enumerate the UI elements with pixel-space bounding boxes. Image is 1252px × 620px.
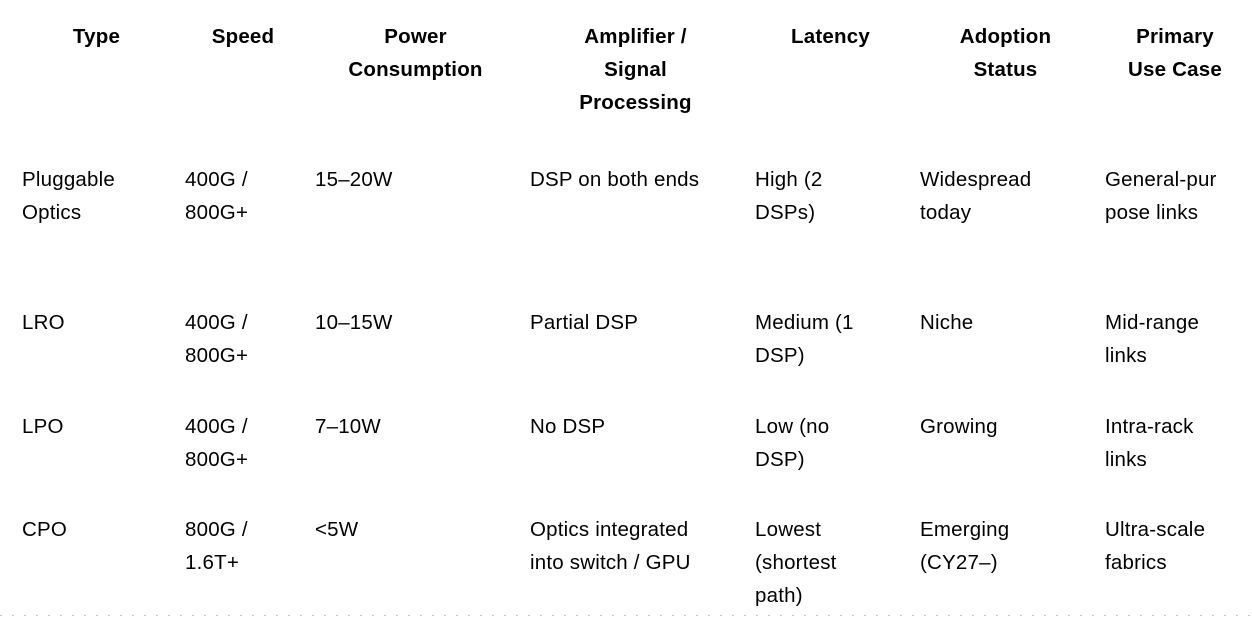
cell-speed: 800G / 1.6T+ bbox=[185, 518, 248, 574]
row-lpo: LPO 400G / 800G+ 7–10W No DSP Low (no DS… bbox=[15, 400, 1252, 503]
cell-speed: 400G / 800G+ bbox=[185, 415, 249, 471]
optics-comparison-table: Type Speed Power Consumption Amplifier /… bbox=[15, 10, 1252, 612]
cell-power: 10–15W bbox=[315, 311, 393, 334]
cell-power: 7–10W bbox=[315, 415, 381, 438]
header-cell-type: Type bbox=[72, 25, 121, 48]
cell-use-case: Intra-rack links bbox=[1105, 415, 1194, 471]
header-cell-use-case: Primary Use Case bbox=[1128, 25, 1222, 81]
header-cell-adoption: Adoption Status bbox=[959, 25, 1052, 81]
cell-adoption: Growing bbox=[920, 415, 998, 438]
cell-amplifier: Partial DSP bbox=[530, 311, 639, 334]
header-cell-speed: Speed bbox=[211, 25, 275, 48]
cell-amplifier: No DSP bbox=[530, 415, 606, 438]
cell-adoption: Widespread today bbox=[920, 168, 1032, 224]
cell-speed: 400G / 800G+ bbox=[185, 168, 249, 224]
row-cpo: CPO 800G / 1.6T+ <5W Optics integrated i… bbox=[15, 503, 1252, 612]
cell-type: Pluggable Optics bbox=[22, 168, 115, 224]
header-cell-amplifier: Amplifier / Signal Processing bbox=[579, 25, 692, 114]
cell-amplifier: DSP on both ends bbox=[530, 168, 700, 191]
row-lro: LRO 400G / 800G+ 10–15W Partial DSP Medi… bbox=[15, 296, 1252, 400]
cell-power: 15–20W bbox=[315, 168, 393, 191]
cell-latency: High (2 DSPs) bbox=[755, 168, 823, 224]
table-header-row: Type Speed Power Consumption Amplifier /… bbox=[15, 10, 1252, 153]
cell-latency: Lowest (shortest path) bbox=[755, 518, 837, 607]
cell-power: <5W bbox=[315, 518, 359, 541]
cell-latency: Medium (1 DSP) bbox=[755, 311, 854, 367]
cell-use-case: General-pur pose links bbox=[1105, 168, 1217, 224]
cell-type: CPO bbox=[22, 518, 68, 541]
cell-speed: 400G / 800G+ bbox=[185, 311, 249, 367]
cell-latency: Low (no DSP) bbox=[755, 415, 830, 471]
cell-use-case: Ultra-scale fabrics bbox=[1105, 518, 1206, 574]
cell-amplifier: Optics integrated into switch / GPU bbox=[530, 518, 691, 574]
cell-type: LPO bbox=[22, 415, 64, 438]
row-pluggable-optics: Pluggable Optics 400G / 800G+ 15–20W DSP… bbox=[15, 153, 1252, 296]
header-cell-latency: Latency bbox=[791, 25, 870, 48]
cell-adoption: Emerging (CY27–) bbox=[920, 518, 1010, 574]
page-break-divider bbox=[0, 615, 1252, 616]
cell-adoption: Niche bbox=[920, 311, 974, 334]
header-cell-power: Power Consumption bbox=[348, 25, 483, 81]
cell-type: LRO bbox=[22, 311, 65, 334]
cell-use-case: Mid-range links bbox=[1105, 311, 1200, 367]
